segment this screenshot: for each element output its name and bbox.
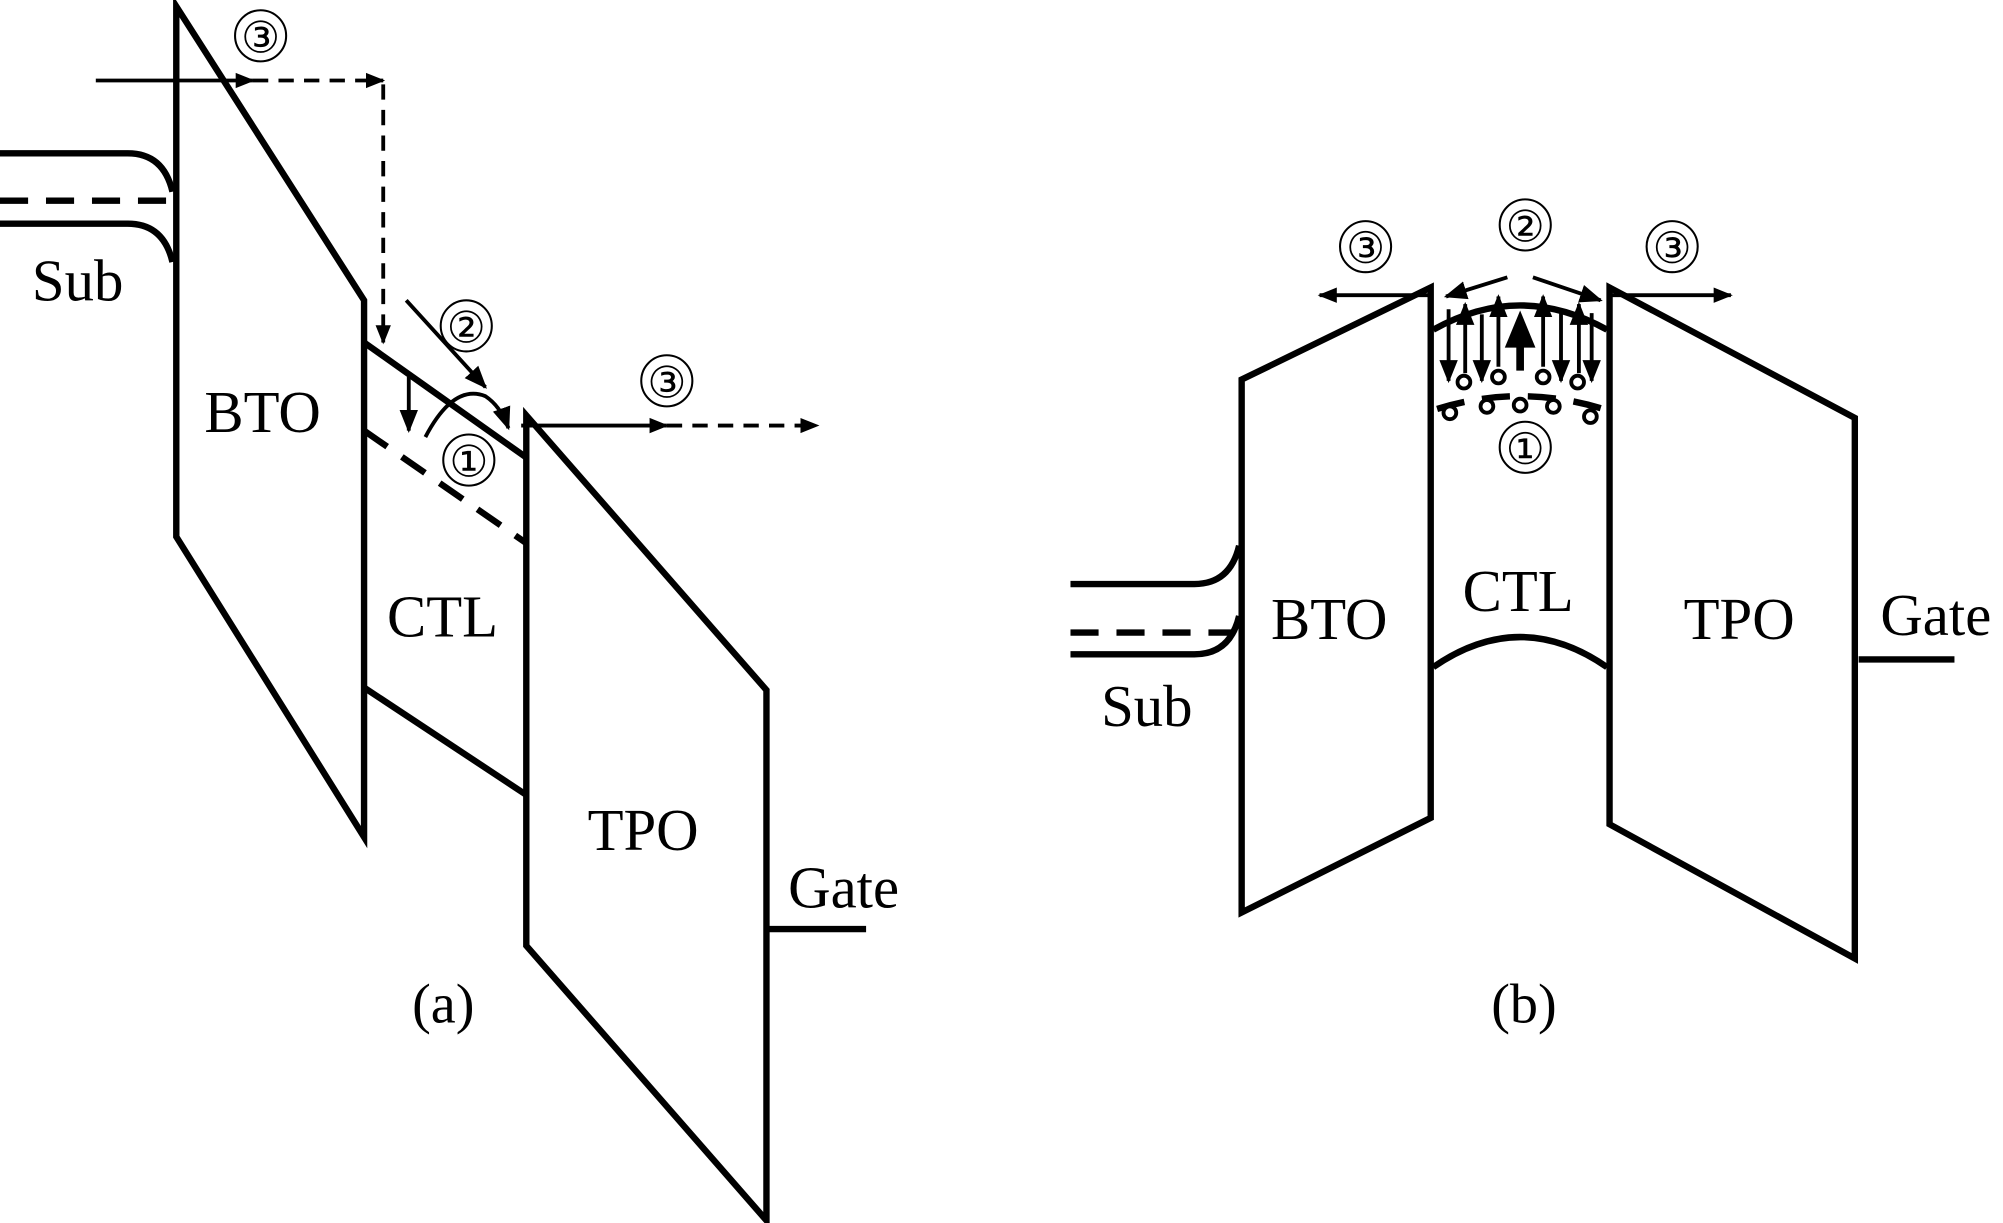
svg-text:②: ② — [447, 304, 486, 352]
process-1-hop-arrow — [423, 391, 511, 438]
svg-text:③: ③ — [1346, 225, 1385, 273]
marker-2-b: ② — [1498, 198, 1552, 252]
svg-text:③: ③ — [241, 14, 280, 62]
substrate-label-b: Sub — [1101, 674, 1192, 739]
marker-3-right: ③ — [640, 354, 694, 408]
tpo-barrier — [523, 406, 770, 1223]
svg-text:③: ③ — [1653, 225, 1692, 273]
svg-text:②: ② — [1506, 203, 1545, 251]
bto-label: BTO — [204, 380, 320, 445]
caption-b: (b) — [1491, 973, 1557, 1035]
bto-barrier — [173, 0, 368, 849]
bto-label-b: BTO — [1271, 587, 1387, 652]
ctl-label: CTL — [387, 584, 498, 649]
ctl-valence-band-b — [1431, 633, 1609, 670]
ctl-conduction-band — [362, 339, 529, 461]
marker-1: ① — [442, 433, 496, 487]
marker-3-top: ③ — [234, 9, 288, 63]
ctl-trap-level — [362, 428, 529, 546]
substrate-conduction-band-b — [1070, 544, 1243, 588]
marker-2: ② — [439, 299, 493, 353]
substrate-conduction-band — [0, 150, 176, 193]
tpo-label-b: TPO — [1684, 587, 1795, 652]
tpo-barrier-b — [1606, 282, 1859, 964]
svg-text:①: ① — [1506, 426, 1545, 474]
substrate-label: Sub — [32, 248, 123, 313]
marker-3-right-b: ③ — [1645, 220, 1699, 274]
marker-1-b: ① — [1498, 420, 1552, 474]
ctl-label-b: CTL — [1463, 559, 1574, 624]
panel-a: Sub BTO CTL TPO Gate ③ ② — [0, 0, 899, 1223]
svg-text:①: ① — [449, 439, 488, 487]
capture-arrows — [1439, 309, 1601, 384]
emission-arrows — [1456, 294, 1589, 374]
process-2-right-arrow — [1532, 275, 1603, 303]
process-2-left-arrow — [1443, 275, 1508, 300]
gate-label: Gate — [788, 855, 899, 920]
process-2-arrow — [404, 299, 487, 389]
bto-barrier-b — [1238, 282, 1434, 918]
ctl-valence-band — [362, 684, 529, 798]
caption-a: (a) — [412, 973, 474, 1035]
svg-text:③: ③ — [647, 359, 686, 407]
trapped-electrons — [1441, 368, 1599, 425]
marker-3-left-b: ③ — [1338, 220, 1393, 274]
substrate-valence-band — [0, 220, 176, 263]
main-emission-arrowhead — [1504, 310, 1536, 348]
panel-b: Sub BTO CTL TPO Gate — [1070, 198, 1991, 1035]
ctl-trap-level-b — [1436, 392, 1605, 412]
tpo-label: TPO — [588, 798, 699, 863]
substrate-valence-band-b — [1070, 615, 1243, 658]
gate-label-b: Gate — [1880, 583, 1991, 648]
